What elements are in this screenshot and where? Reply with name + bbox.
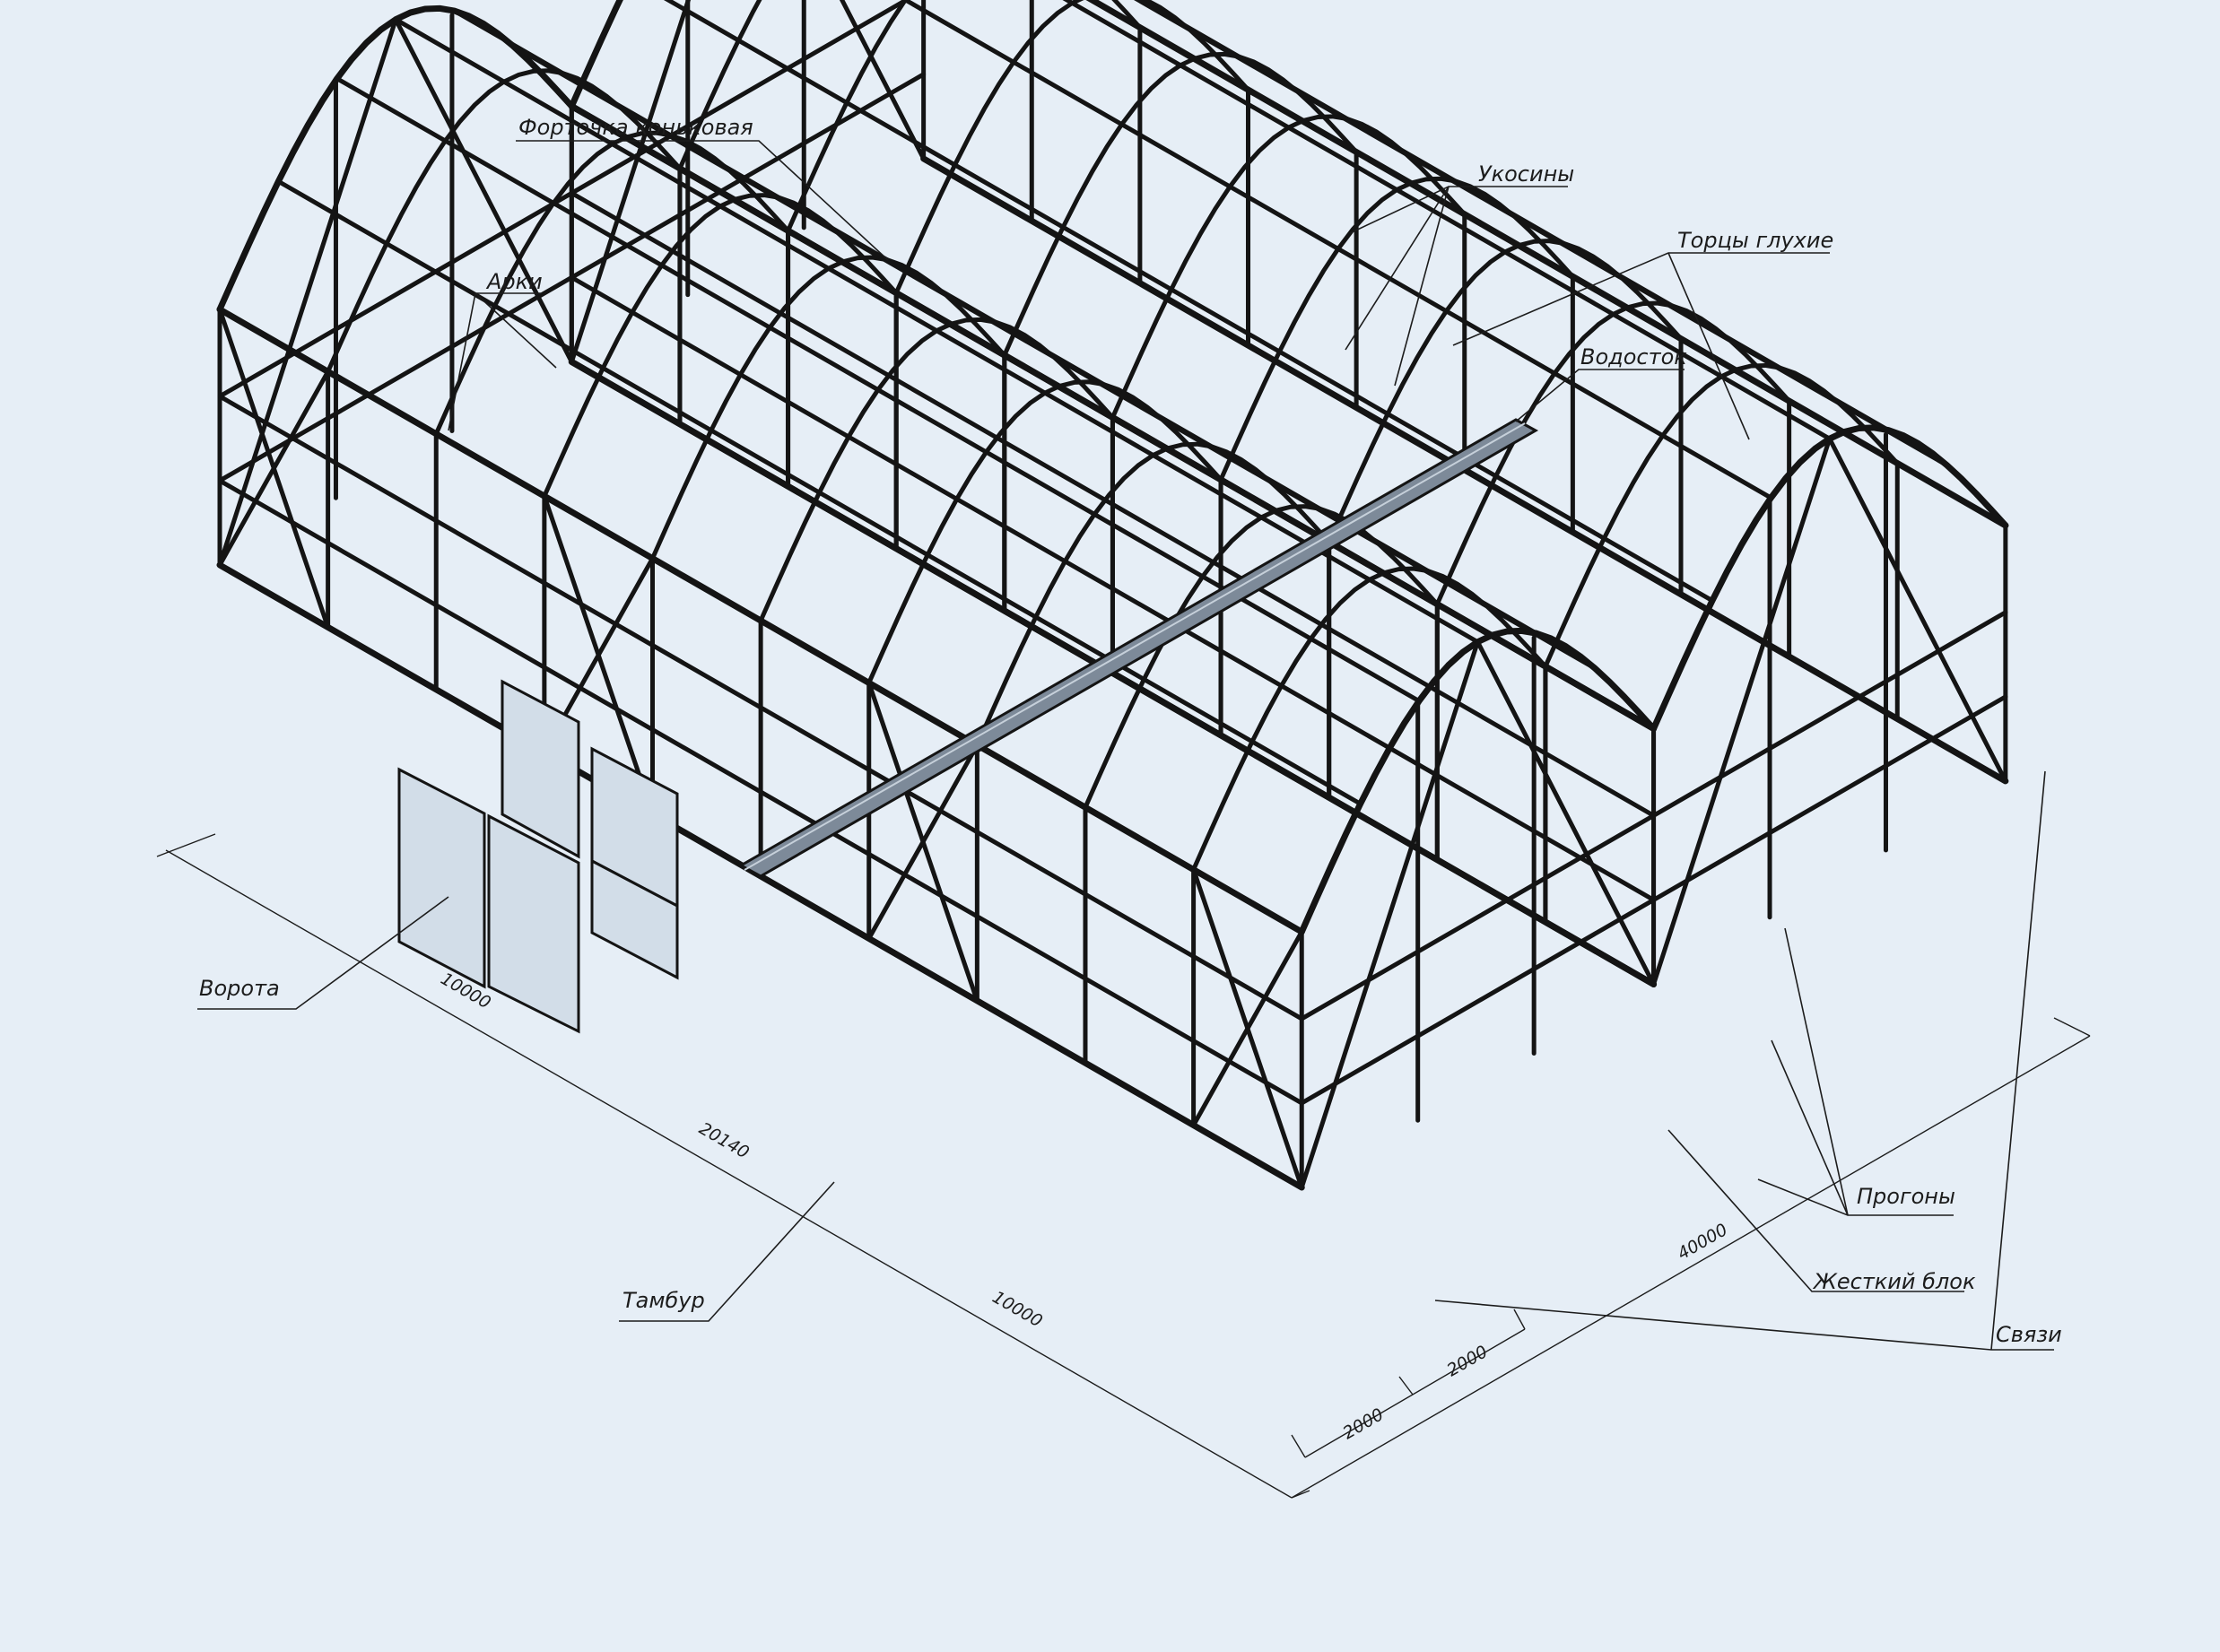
label-vorota: Ворота: [199, 976, 280, 1001]
purlin: [1062, 0, 1833, 441]
gate-panels: [397, 679, 679, 1034]
label-fortochka: Форточка коньковая: [518, 115, 753, 140]
leader-lines: [197, 140, 2054, 1351]
gable-brace: [1475, 639, 1657, 987]
label-progony: Прогоны: [1857, 1184, 1955, 1209]
label-arki: Арки: [485, 269, 543, 294]
label-zhestkiy-blok: Жесткий блок: [1812, 1269, 1976, 1294]
dimension-lines: [156, 833, 2091, 1499]
wall-rail: [569, 190, 1657, 818]
label-ukosiny: Укосины: [1478, 161, 1574, 187]
cross-brace: [542, 493, 655, 817]
gable-brace: [1651, 436, 1833, 987]
purlin: [393, 17, 1480, 645]
purlin: [1134, 0, 1949, 468]
label-tambur: Тамбур: [622, 1288, 705, 1313]
cross-brace: [217, 307, 331, 630]
purlin: [901, 0, 1773, 500]
eave: [216, 306, 1305, 935]
end-rail: [217, 72, 927, 483]
label-vodostok: Водосток: [1580, 344, 1687, 370]
wall-rail: [217, 394, 1304, 1022]
eave: [1085, 0, 2009, 529]
eave: [568, 102, 1658, 732]
gable-brace: [1299, 639, 1480, 1190]
end-rail: [217, 0, 911, 399]
purlin: [663, 0, 1715, 604]
wall-rail: [217, 478, 1304, 1106]
wall-rail: [569, 274, 1657, 902]
gable-brace: [839, 0, 927, 161]
gable-brace: [1827, 436, 2008, 784]
label-tortsy: Торцы глухие: [1677, 228, 1833, 253]
end-rail: [1299, 694, 2008, 1106]
gutter: [737, 418, 1539, 878]
purlin: [510, 43, 1598, 671]
gable-brace: [569, 0, 692, 364]
end-rail: [1299, 610, 2008, 1022]
gable-brace: [217, 17, 398, 568]
purlin: [275, 178, 1363, 806]
label-svyazi: Связи: [1996, 1322, 2062, 1347]
gable-brace: [393, 17, 574, 364]
cross-brace: [866, 680, 979, 1004]
cross-brace: [1191, 867, 1304, 1190]
labels: Форточка коньковая Укосины Торцы глухие …: [199, 115, 2062, 1347]
